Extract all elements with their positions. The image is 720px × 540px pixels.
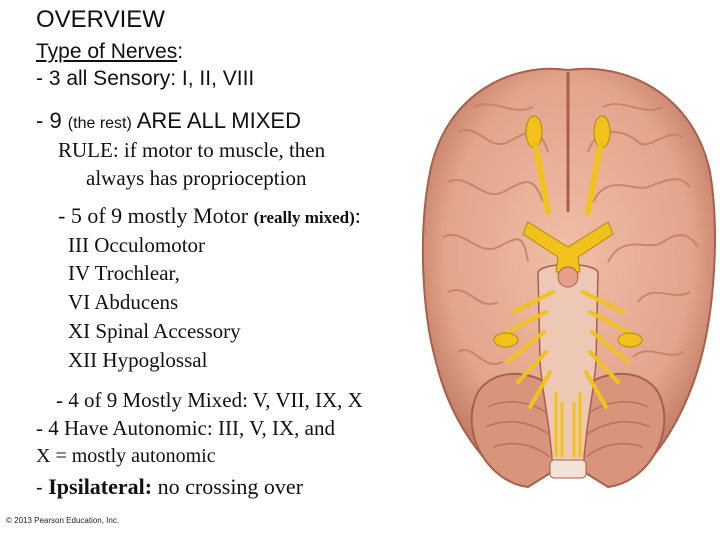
mixed-paren: (the rest) xyxy=(67,115,132,132)
motor-heading: - 5 of 9 mostly Motor (really mixed): xyxy=(58,203,361,229)
autonomic-line-1: - 4 Have Autonomic: III, V, IX, and xyxy=(36,416,336,440)
nerve-types-label: Type of Nerves xyxy=(36,40,178,63)
ipsilateral-text: no crossing over xyxy=(152,474,304,499)
sensory-line: - 3 all Sensory: I, II, VIII xyxy=(36,67,254,91)
autonomic-line-2: X = mostly autonomic xyxy=(36,445,216,467)
motor-heading-text: - 5 of 9 mostly Motor xyxy=(58,203,254,228)
motor-nerve-item: IV Trochlear, xyxy=(68,261,180,285)
ipsilateral-dash: - xyxy=(36,477,49,499)
sensory-prefix: - 3 all Sensory: xyxy=(36,67,182,90)
nerve-types-colon: : xyxy=(177,40,184,63)
ipsilateral-label: Ipsilateral: xyxy=(48,474,153,499)
mixed-line: - 9 (the rest) ARE ALL MIXED xyxy=(36,108,301,134)
motor-nerve-item: XII Hypoglossal xyxy=(68,348,208,372)
mostly-mixed-line: - 4 of 9 Mostly Mixed: V, VII, IX, X xyxy=(56,388,363,412)
nerve-types-heading: Type of Nerves: xyxy=(36,40,183,64)
mixed-suffix: ARE ALL MIXED xyxy=(131,108,301,133)
rule-line-1: RULE: if motor to muscle, then xyxy=(58,138,326,162)
ipsilateral-line: - Ipsilateral: no crossing over xyxy=(36,474,303,500)
slide-title: OVERVIEW xyxy=(36,6,165,33)
copyright-notice: © 2013 Pearson Education, Inc. xyxy=(6,516,120,525)
rule-line-2: always has proprioception xyxy=(86,166,307,190)
motor-heading-colon: : xyxy=(354,203,361,228)
motor-nerve-item: VI Abducens xyxy=(68,290,179,314)
brain-inferior-view-illustration xyxy=(421,67,716,489)
mixed-prefix: - 9 xyxy=(36,108,68,133)
sensory-list: I, II, VIII xyxy=(181,67,255,90)
motor-nerve-item: III Occulomotor xyxy=(68,233,206,257)
motor-heading-paren: (really mixed) xyxy=(253,208,355,227)
motor-nerve-item: XI Spinal Accessory xyxy=(68,319,241,343)
